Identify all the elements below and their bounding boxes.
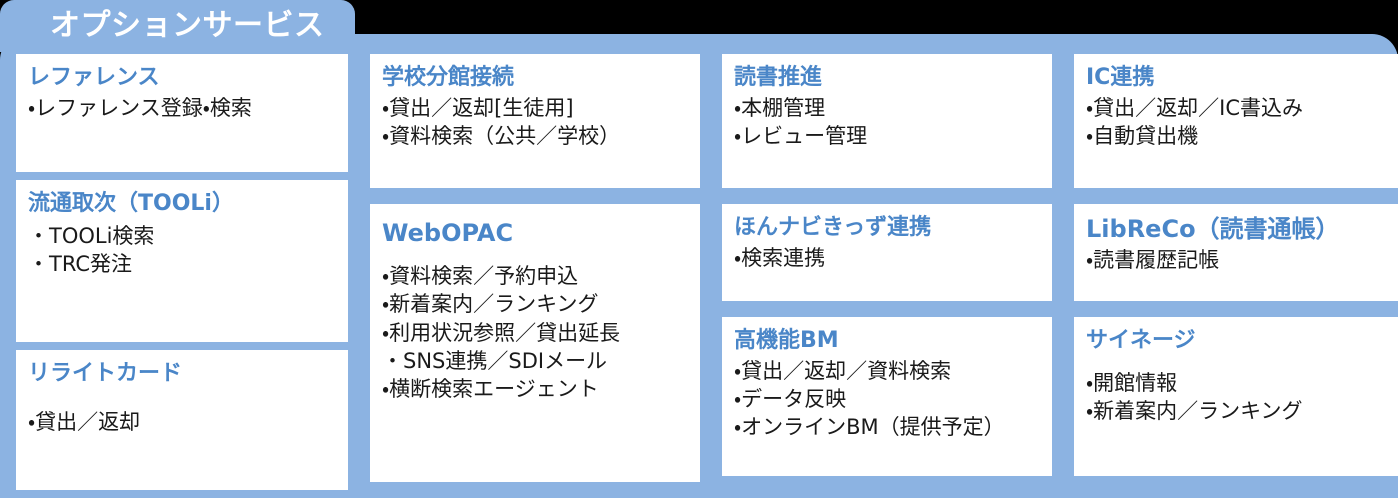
- card-items-school-branch-connection: ・貸出／返却[生徒用] ・資料検索（公共／学校）: [382, 94, 688, 151]
- list-item: ・読書履歴記帳: [1086, 248, 1220, 272]
- card-webopac[interactable]: WebOPAC ・資料検索／予約申込 ・新着案内／ランキング ・利用状況参照／貸…: [370, 204, 700, 482]
- card-items-reference: ・レファレンス登録・検索: [28, 94, 336, 122]
- card-title-rewrite-card: リライトカード: [28, 361, 183, 386]
- service-column-3: 読書推進 ・本棚管理 ・レビュー管理 ほんナビきっず連携 ・検索連携 高機能BM: [722, 54, 1052, 490]
- card-reference[interactable]: レファレンス ・レファレンス登録・検索: [16, 54, 348, 172]
- service-column-4: IC連携 ・貸出／返却／IC書込み ・自動貸出機 LibReCo（読書通帳） ・…: [1074, 54, 1398, 490]
- card-signage[interactable]: サイネージ ・開館情報 ・新着案内／ランキング: [1074, 317, 1398, 476]
- options-service-panel: レファレンス ・レファレンス登録・検索 流通取次（TOOLi） ・TOOLi検索…: [0, 34, 1398, 498]
- list-item: ・開館情報: [1086, 370, 1178, 395]
- card-items-honnavi-kids-link: ・検索連携: [734, 244, 1040, 272]
- card-title-ic-link: IC連携: [1086, 65, 1155, 90]
- card-items-rewrite-card: ・貸出／返却: [28, 408, 336, 436]
- list-item: ・TRC発注: [28, 251, 133, 276]
- panel-header-tab: オプションサービス: [0, 0, 355, 52]
- list-item: ・貸出／返却[生徒用]: [382, 95, 574, 120]
- list-item: ・本棚管理: [734, 95, 826, 120]
- list-item: ・TOOLi検索: [28, 223, 155, 248]
- list-item: ・新着案内／ランキング: [382, 292, 599, 317]
- card-school-branch-connection[interactable]: 学校分館接続 ・貸出／返却[生徒用] ・資料検索（公共／学校）: [370, 54, 700, 188]
- list-item: ・利用状況参照／貸出延長: [382, 320, 621, 345]
- list-item: ・新着案内／ランキング: [1086, 398, 1303, 423]
- card-tooli[interactable]: 流通取次（TOOLi） ・TOOLi検索 ・TRC発注: [16, 180, 348, 342]
- card-title-tooli: 流通取次（TOOLi）: [28, 191, 234, 216]
- list-item: ・SNS連携／SDIメール: [382, 349, 608, 374]
- list-item: ・貸出／返却: [28, 409, 141, 434]
- card-items-ic-link: ・貸出／返却／IC書込み ・自動貸出機: [1086, 94, 1398, 151]
- service-column-2: 学校分館接続 ・貸出／返却[生徒用] ・資料検索（公共／学校） WebOPAC …: [370, 54, 700, 490]
- list-item: ・レビュー管理: [734, 123, 868, 148]
- card-title-high-function-bm: 高機能BM: [734, 328, 839, 353]
- card-items-libreco: ・読書履歴記帳: [1086, 246, 1398, 274]
- service-column-1: レファレンス ・レファレンス登録・検索 流通取次（TOOLi） ・TOOLi検索…: [16, 54, 348, 490]
- card-title-webopac: WebOPAC: [382, 219, 514, 247]
- list-item: ・レファレンス登録・検索: [28, 95, 252, 120]
- card-libreco[interactable]: LibReCo（読書通帳） ・読書履歴記帳: [1074, 204, 1398, 301]
- card-reading-promotion[interactable]: 読書推進 ・本棚管理 ・レビュー管理: [722, 54, 1052, 188]
- service-card-grid: レファレンス ・レファレンス登録・検索 流通取次（TOOLi） ・TOOLi検索…: [16, 54, 1398, 490]
- card-items-signage: ・開館情報 ・新着案内／ランキング: [1086, 369, 1398, 426]
- list-item: ・自動貸出機: [1086, 123, 1199, 148]
- list-item: ・検索連携: [734, 245, 826, 270]
- card-title-school-branch-connection: 学校分館接続: [382, 65, 515, 90]
- card-title-reading-promotion: 読書推進: [734, 65, 823, 90]
- card-honnavi-kids-link[interactable]: ほんナビきっず連携 ・検索連携: [722, 204, 1052, 301]
- list-item: ・オンラインBM（提供予定）: [734, 415, 1005, 440]
- page-title: オプションサービス: [50, 8, 325, 43]
- card-items-webopac: ・資料検索／予約申込 ・新着案内／ランキング ・利用状況参照／貸出延長 ・SNS…: [382, 262, 688, 404]
- list-item: ・データ反映: [734, 386, 847, 411]
- list-item: ・貸出／返却／IC書込み: [1086, 95, 1303, 120]
- card-title-libreco: LibReCo（読書通帳）: [1086, 215, 1340, 243]
- card-title-signage: サイネージ: [1086, 328, 1196, 353]
- card-high-function-bm[interactable]: 高機能BM ・貸出／返却／資料検索 ・データ反映 ・オンラインBM（提供予定）: [722, 317, 1052, 476]
- card-items-tooli: ・TOOLi検索 ・TRC発注: [28, 222, 336, 279]
- card-items-high-function-bm: ・貸出／返却／資料検索 ・データ反映 ・オンラインBM（提供予定）: [734, 357, 1040, 442]
- card-ic-link[interactable]: IC連携 ・貸出／返却／IC書込み ・自動貸出機: [1074, 54, 1398, 188]
- list-item: ・横断検索エージェント: [382, 377, 599, 402]
- list-item: ・貸出／返却／資料検索: [734, 358, 952, 383]
- list-item: ・資料検索（公共／学校）: [382, 123, 621, 148]
- list-item: ・資料検索／予約申込: [382, 264, 579, 288]
- card-title-honnavi-kids-link: ほんナビきっず連携: [734, 215, 932, 240]
- card-rewrite-card[interactable]: リライトカード ・貸出／返却: [16, 350, 348, 490]
- card-items-reading-promotion: ・本棚管理 ・レビュー管理: [734, 94, 1040, 151]
- card-title-reference: レファレンス: [28, 65, 160, 90]
